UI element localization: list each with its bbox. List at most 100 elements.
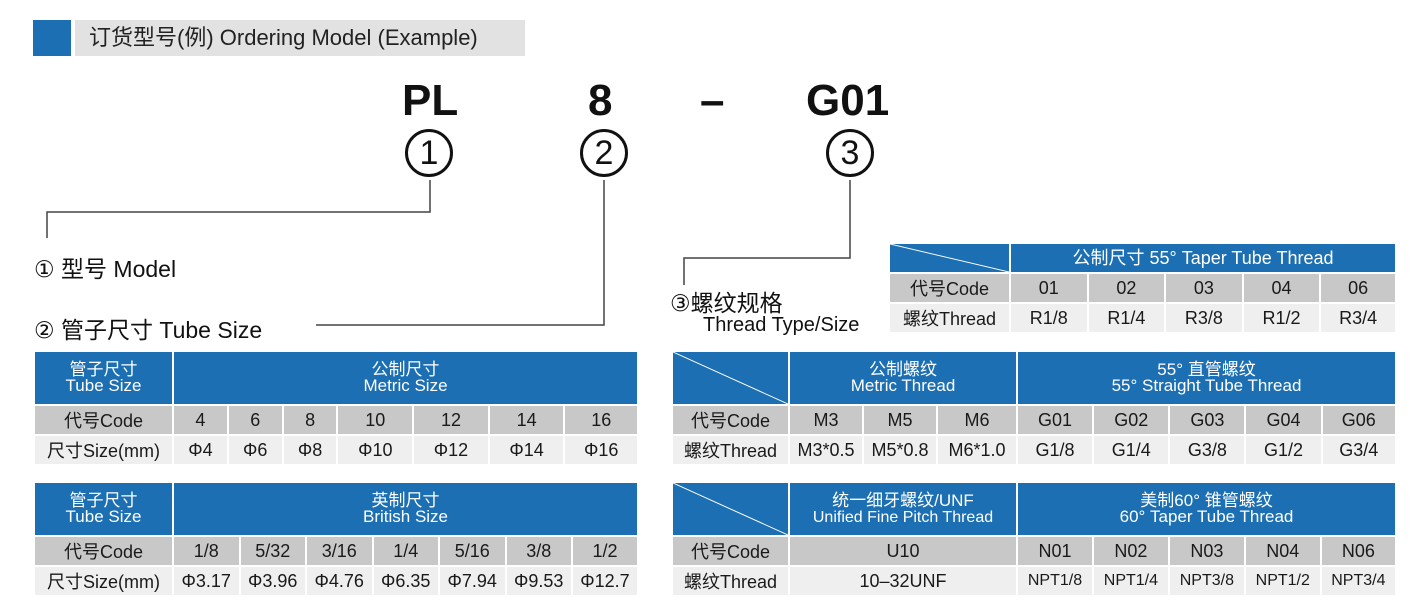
table-cell: 3/16 — [307, 537, 374, 567]
table-cell: NPT1/2 — [1245, 567, 1322, 597]
circle-number-2: 2 — [580, 129, 628, 177]
table-cell: G3/8 — [1170, 436, 1247, 466]
table-cell: Φ3.17 — [174, 567, 241, 597]
table-row: 代号Code U10 N01 N02 N03 N04 N06 — [673, 537, 1395, 567]
model-code-thread: G01 — [806, 76, 890, 125]
table-cell: U10 — [790, 537, 1018, 567]
table-row: 代号Code 1/8 5/32 3/16 1/4 5/16 3/8 1/2 — [35, 537, 637, 567]
table-cell: M5 — [864, 406, 938, 436]
table-cell: Φ4 — [174, 436, 229, 466]
legend-item-3: ③螺纹规格 — [670, 290, 783, 316]
header-bar — [75, 20, 525, 56]
table-corner — [890, 244, 1011, 274]
table-cell: NPT1/8 — [1018, 567, 1094, 597]
table-cell: G02 — [1094, 406, 1171, 436]
table-cell: 8 — [283, 406, 339, 436]
circle-number-3: 3 — [826, 129, 874, 177]
taper-header: 公制尺寸 55° Taper Tube Thread — [1011, 244, 1395, 274]
table-cell: 1/4 — [373, 537, 440, 567]
table-corner — [673, 483, 790, 537]
table-cell: 12 — [414, 406, 490, 436]
row-label: 代号Code — [890, 274, 1011, 304]
table-row: 尺寸Size(mm) Φ3.17 Φ3.96 Φ4.76 Φ6.35 Φ7.94… — [35, 567, 637, 597]
row-label: 螺纹Thread — [890, 304, 1011, 334]
table-cell: G04 — [1246, 406, 1323, 436]
table-cell: Φ3.96 — [240, 567, 307, 597]
table-cell: R3/4 — [1321, 304, 1395, 334]
table-cell: 04 — [1243, 274, 1322, 304]
row-label: 螺纹Thread — [673, 567, 790, 597]
table-cell: M3*0.5 — [790, 436, 864, 466]
table-cell: M6 — [938, 406, 1018, 436]
table-cell: Φ16 — [565, 436, 637, 466]
row-label: 代号Code — [35, 537, 174, 567]
table-cell: M6*1.0 — [938, 436, 1018, 466]
row-label: 代号Code — [35, 406, 174, 436]
table-row: 螺纹Thread 10–32UNF NPT1/8 NPT1/4 NPT3/8 N… — [673, 567, 1395, 597]
table-cell: R1/8 — [1011, 304, 1089, 334]
table-cell: Φ10 — [338, 436, 415, 466]
table-cell: Φ7.94 — [440, 567, 507, 597]
table-cell: G1/2 — [1246, 436, 1323, 466]
table-cell: N04 — [1245, 537, 1322, 567]
row-label: 尺寸Size(mm) — [35, 436, 174, 466]
table-cell: 5/16 — [440, 537, 507, 567]
table-cell: 06 — [1321, 274, 1395, 304]
table-cell: G01 — [1018, 406, 1095, 436]
table-cell: Φ9.53 — [506, 567, 573, 597]
table-cell: N03 — [1169, 537, 1246, 567]
table-cell: 10 — [338, 406, 415, 436]
table-cell: Φ14 — [489, 436, 566, 466]
circle-number-1: 1 — [405, 129, 453, 177]
taper-thread-table: 公制尺寸 55° Taper Tube Thread 代号Code 01 02 … — [890, 244, 1395, 334]
table-cell: 10–32UNF — [790, 567, 1018, 597]
table-cell: N02 — [1093, 537, 1170, 567]
table-cell: M5*0.8 — [864, 436, 938, 466]
table-row: 螺纹Thread M3*0.5 M5*0.8 M6*1.0 G1/8 G1/4 … — [673, 436, 1395, 466]
model-code-size: 8 — [588, 76, 613, 125]
table-row: 尺寸Size(mm) Φ4 Φ6 Φ8 Φ10 Φ12 Φ14 Φ16 — [35, 436, 637, 466]
table-cell: NPT3/4 — [1321, 567, 1395, 597]
table-cell: G1/4 — [1094, 436, 1171, 466]
table-cell: 6 — [228, 406, 284, 436]
legend-item-2: ② 管子尺寸 Tube Size — [34, 317, 263, 343]
table-cell: 4 — [174, 406, 229, 436]
table-cell: 02 — [1088, 274, 1167, 304]
legend-item-3-en: Thread Type/Size — [703, 314, 860, 336]
table-cell: 1/2 — [573, 537, 637, 567]
table-row: 代号Code M3 M5 M6 G01 G02 G03 G04 G06 — [673, 406, 1395, 436]
table-cell: 5/32 — [240, 537, 307, 567]
model-code-series: PL — [402, 76, 459, 125]
table-cell: G3/4 — [1322, 436, 1395, 466]
table-cell: NPT1/4 — [1093, 567, 1170, 597]
table-cell: R1/2 — [1243, 304, 1322, 334]
table-cell: M3 — [790, 406, 864, 436]
header-accent-square — [33, 20, 71, 56]
table-cell: Φ6.35 — [373, 567, 440, 597]
table-cell: 3/8 — [506, 537, 573, 567]
table-cell: Φ12.7 — [573, 567, 637, 597]
table-cell: G1/8 — [1018, 436, 1095, 466]
table-cell: 01 — [1011, 274, 1089, 304]
table-cell: R1/4 — [1088, 304, 1167, 334]
table-cell: N01 — [1018, 537, 1094, 567]
table-cell: 14 — [489, 406, 566, 436]
table-row: 代号Code 4 6 8 10 12 14 16 — [35, 406, 637, 436]
legend-item-1: ① 型号 Model — [34, 256, 177, 282]
table-cell: Φ4.76 — [307, 567, 374, 597]
table-row: 代号Code 01 02 03 04 06 — [890, 274, 1395, 304]
model-code-dash: – — [700, 76, 725, 125]
table-cell: 1/8 — [174, 537, 241, 567]
